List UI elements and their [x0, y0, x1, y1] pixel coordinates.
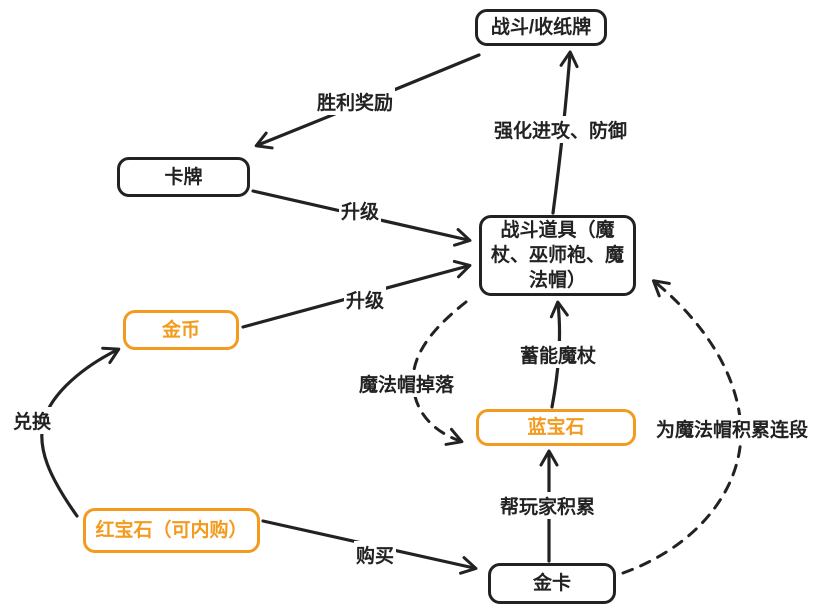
edge-label-charge-wand: 蓄能魔杖 — [518, 341, 599, 368]
edge-label-upgrade-card: 升级 — [339, 197, 382, 224]
node-ruby-iap: 红宝石（可内购） — [83, 508, 260, 553]
edge-label-hat-drop: 魔法帽掉落 — [357, 370, 457, 397]
edge-label-help-accumulate: 帮玩家积累 — [498, 492, 598, 519]
edge-magic-hat-drop — [411, 300, 468, 446]
node-gold-coin: 金币 — [123, 310, 239, 350]
node-battle-collect-cards: 战斗/收纸牌 — [475, 9, 607, 46]
edge-label-exchange: 兑换 — [11, 407, 54, 434]
edge-label-upgrade-gold: 升级 — [344, 286, 387, 313]
edge-label-victory-reward: 胜利奖励 — [315, 88, 396, 115]
edge-label-purchase: 购买 — [354, 541, 397, 568]
node-battle-props: 战斗道具（魔杖、巫师袍、魔法帽） — [479, 215, 636, 296]
node-card: 卡牌 — [117, 157, 250, 197]
edge-label-strengthen: 强化进攻、防御 — [492, 116, 630, 143]
edge-label-combo-for-hat: 为魔法帽积累连段 — [654, 415, 811, 442]
edge-exchange — [40, 346, 121, 518]
node-gold-card: 金卡 — [488, 563, 616, 604]
node-sapphire: 蓝宝石 — [476, 409, 636, 446]
